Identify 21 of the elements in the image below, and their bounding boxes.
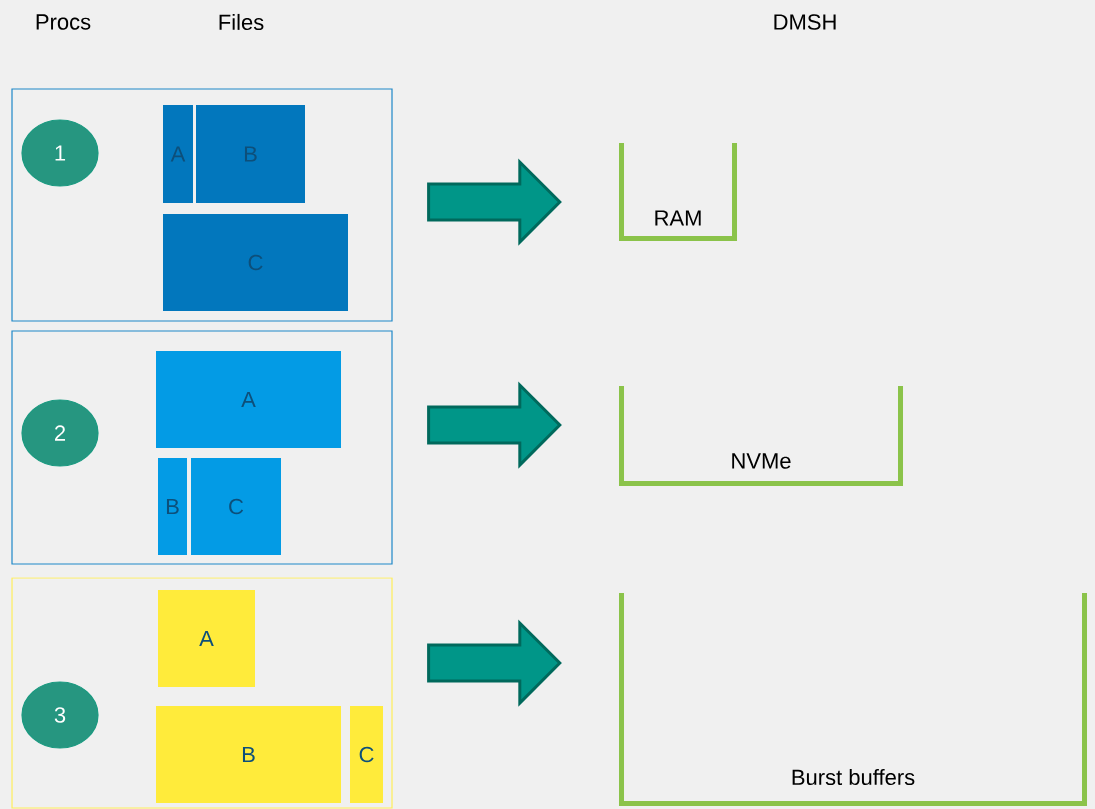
column-heading: Procs (36, 14, 91, 30)
file-block: C (191, 458, 281, 555)
file-block: A (156, 351, 341, 448)
file-block: C (350, 706, 383, 803)
storage-container: NVMe (619, 386, 903, 486)
file-block: C (163, 214, 348, 311)
process-box (11, 577, 393, 809)
process-box (11, 88, 393, 322)
block-arrow (427, 619, 562, 707)
file-block: A (163, 105, 193, 203)
storage-container: Burst buffers (619, 593, 1087, 806)
file-block: A (158, 590, 255, 687)
file-block: B (156, 706, 341, 803)
file-block: B (196, 105, 305, 203)
block-arrow (427, 381, 562, 469)
process-box (11, 330, 393, 565)
column-heading: DMSH (774, 14, 836, 30)
file-block: B (158, 458, 187, 555)
column-heading: Files (219, 13, 264, 31)
storage-container: RAM (619, 143, 737, 241)
block-arrow (427, 158, 562, 246)
